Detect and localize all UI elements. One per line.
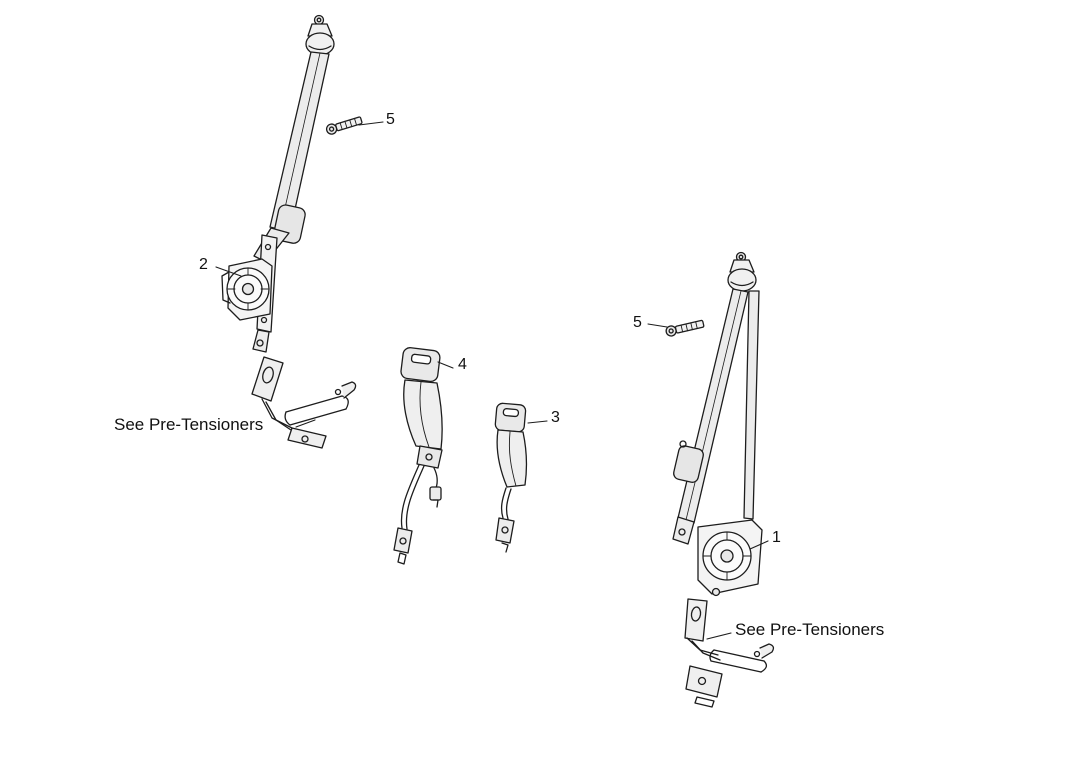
pretensioner-hook-right: [759, 643, 775, 659]
callout-5-right: 5: [633, 314, 642, 331]
pretensioner-hook-left: [341, 381, 357, 399]
anchor-plate-right: [672, 516, 695, 545]
top-bracket-right: [729, 259, 755, 273]
tongue-plate-right: [684, 598, 708, 642]
leader-line-pretensioner-left: [295, 419, 316, 428]
anchor-cable-4: [400, 464, 420, 529]
callout-5-left: 5: [386, 111, 395, 128]
cross-ref-pretensioners-left[interactable]: See Pre-Tensioners: [114, 415, 264, 434]
callout-2: 2: [199, 256, 208, 273]
buckle-head-3: [494, 402, 527, 433]
connector-4: [429, 486, 442, 501]
seat-belt-assembly-right: [672, 251, 763, 597]
d-ring-right: [727, 268, 757, 292]
anchor-cable-3: [500, 487, 507, 519]
seat-belt-assembly-left: [221, 14, 335, 353]
leader-line-pretensioner-right: [706, 632, 732, 640]
leader-lines: [215, 121, 769, 640]
pretensioner-right: [684, 598, 775, 708]
callout-4: 4: [458, 356, 467, 373]
pretensioner-tube-right: [713, 649, 765, 662]
callout-3: 3: [551, 409, 560, 426]
leader-line-5-left: [358, 121, 384, 126]
leader-line-1: [749, 540, 769, 550]
pretensioner-tube-left: [285, 395, 343, 413]
buckle-body-3: [496, 429, 528, 488]
d-ring-left: [305, 32, 335, 56]
leader-line-5-right: [647, 323, 668, 328]
leader-line-3: [527, 420, 548, 424]
buckle-3: [494, 402, 528, 553]
cross-ref-pretensioners-right[interactable]: See Pre-Tensioners: [735, 620, 885, 639]
top-bracket-left: [307, 23, 333, 37]
anchor-plate-left: [252, 329, 270, 353]
callout-1: 1: [772, 529, 781, 546]
top-bolt-left: [313, 14, 325, 26]
buckle-4: [393, 347, 443, 565]
webbing-right-lap: [743, 290, 760, 520]
pretensioner-left: [251, 356, 357, 449]
leader-line-2: [215, 266, 242, 277]
height-adjuster-right: [673, 445, 704, 483]
tongue-plate-left: [251, 356, 284, 402]
bolt-5-right: [665, 319, 705, 337]
bolt-5-left: [325, 116, 363, 135]
leader-line-4: [437, 361, 454, 369]
buckle-body-4: [403, 379, 443, 450]
buckle-head-4: [400, 347, 441, 383]
